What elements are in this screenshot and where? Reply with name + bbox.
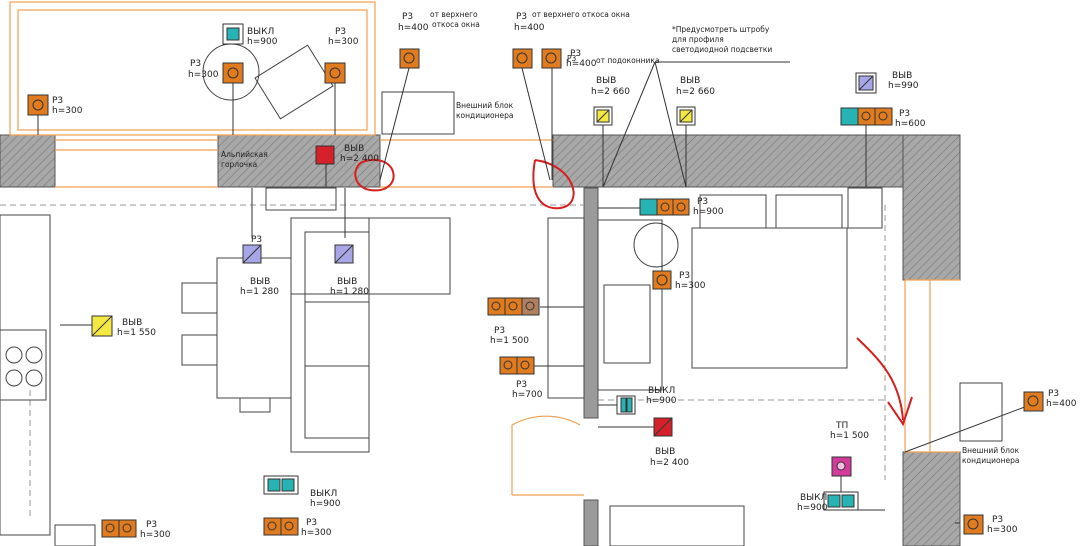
- devices: [27, 23, 1044, 538]
- note-wall-socket: Р3: [567, 54, 577, 63]
- switch-teal-icon: [823, 491, 859, 511]
- dashed-lines: [0, 204, 886, 520]
- red-annotations: [354, 159, 913, 427]
- socket-icon: [521, 297, 540, 316]
- wall-right-lower: [902, 451, 961, 546]
- outlet-red-icon: [315, 145, 335, 165]
- switch-teal-icon: [263, 475, 299, 495]
- wall-top-alpine: [217, 134, 381, 188]
- socket-icon: [280, 517, 299, 536]
- socket-icon: [672, 198, 690, 216]
- socket-icon: [27, 94, 49, 116]
- socket-icon: [499, 356, 518, 375]
- outlet-purple-icon: [855, 72, 877, 94]
- socket-icon: [487, 297, 506, 316]
- socket-icon: [874, 107, 893, 126]
- socket-icon: [222, 62, 244, 84]
- socket-icon: [656, 198, 674, 216]
- wall-partition: [583, 187, 599, 419]
- socket-icon: [857, 107, 876, 126]
- socket-icon: [504, 297, 523, 316]
- socket-icon: [1023, 391, 1044, 412]
- outlet-yellow-icon: [91, 315, 113, 337]
- balcony-windows: [9, 1, 960, 496]
- walls: [0, 134, 961, 546]
- furniture: [0, 43, 1003, 546]
- switch-teal-icon: [639, 198, 658, 216]
- socket-icon: [263, 517, 282, 536]
- label-6-note: от верхнего откоса окна: [532, 10, 630, 19]
- socket-icon: [963, 514, 984, 535]
- outlet-red-icon: [653, 417, 673, 437]
- thermostat-icon: [831, 456, 852, 477]
- outlet-yellow-icon: [676, 106, 696, 126]
- wall-partition-lower: [583, 499, 599, 546]
- switch-teal-icon: [616, 395, 636, 415]
- label-7-note: от подоконника: [596, 56, 660, 65]
- socket-icon: [652, 270, 672, 290]
- wall-right-upper: [902, 134, 961, 281]
- leader-lines: [37, 61, 1031, 524]
- socket-icon: [118, 519, 137, 538]
- label-29: Р3: [251, 235, 262, 245]
- switch-teal-icon: [840, 107, 859, 126]
- socket-icon: [541, 48, 562, 69]
- socket-icon: [512, 48, 533, 69]
- outlet-purple-icon: [334, 244, 354, 264]
- socket-icon: [324, 62, 346, 84]
- switch-teal-icon: [222, 23, 244, 45]
- outlet-purple-icon: [242, 244, 262, 264]
- socket-icon: [101, 519, 120, 538]
- socket-icon: [516, 356, 535, 375]
- outlet-yellow-icon: [593, 106, 613, 126]
- socket-icon: [399, 48, 420, 69]
- wall-top-left: [0, 134, 56, 188]
